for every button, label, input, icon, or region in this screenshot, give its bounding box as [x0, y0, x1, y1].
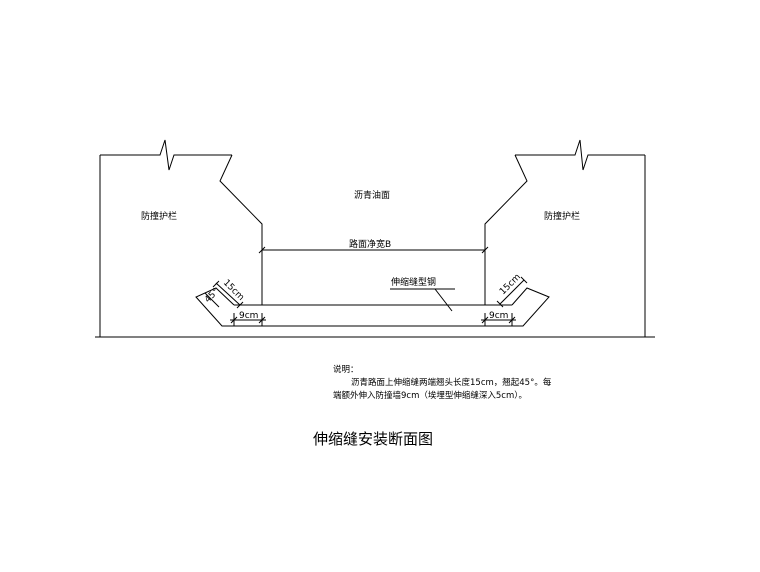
dim-9cm-right-label: 9cm [489, 311, 508, 321]
dim-9cm-right-lines [481, 313, 516, 326]
dim-45-left-label: 45° [203, 287, 221, 305]
notes-title: 说明： [333, 365, 359, 375]
dim-15cm-right-lines [496, 276, 528, 308]
steel-type-label: 伸缩缝型钢 [391, 276, 436, 288]
notes-line-1: 沥青路面上伸缩缝两端翘头长度15cm，翘起45°。每 [351, 378, 552, 388]
steel-leader-line-slope [434, 288, 453, 312]
dim-15cm-left-lines [204, 280, 244, 309]
dim-9cm-left-label: 9cm [239, 311, 258, 321]
expansion-joint-steel [195, 287, 550, 327]
left-barrier-outline [99, 139, 263, 337]
drawing-caption: 伸缩缝安装断面图 [313, 430, 434, 448]
notes-line-2: 端额外伸入防撞墙9cm（埃埋型伸缩缝深入5cm）。 [333, 391, 527, 401]
right-barrier-outline [484, 139, 646, 337]
barrier-left-label: 防撞护栏 [141, 210, 177, 222]
barrier-right-label: 防撞护栏 [544, 210, 580, 222]
asphalt-surface-label: 沥青油面 [354, 189, 390, 201]
road-clear-width-label: 路面净宽B [349, 238, 391, 250]
road-width-dimension [258, 246, 489, 254]
dim-9cm-left-lines [230, 313, 266, 326]
